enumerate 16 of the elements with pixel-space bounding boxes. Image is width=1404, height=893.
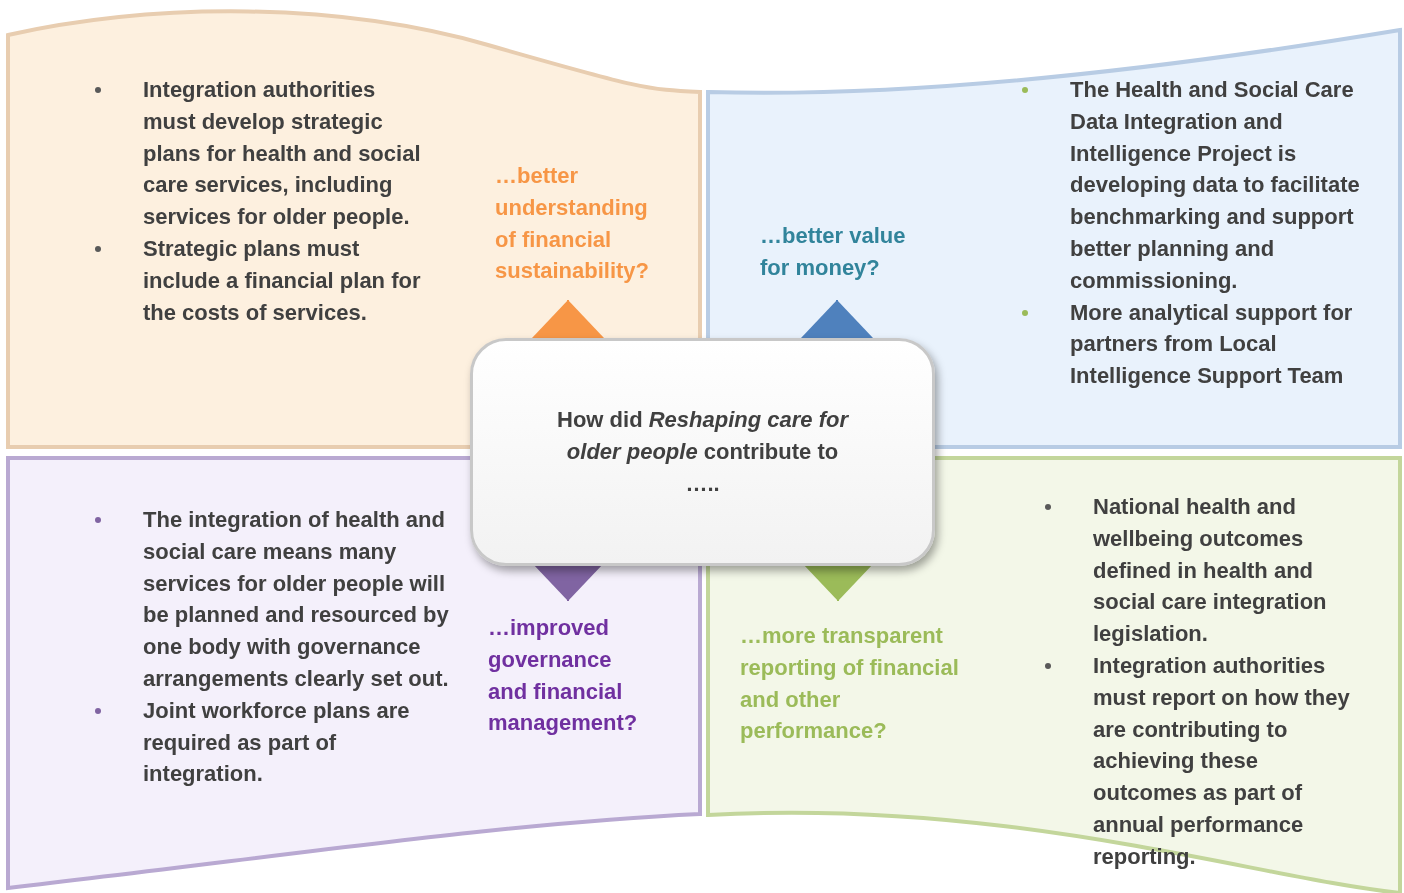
bullet-text: Integration authorities must report on how they are contributing to achieving these outcomes as part of annual performance reporting. — [1093, 652, 1351, 871]
rounded-box — [470, 338, 935, 566]
bullet-text: Joint workforce plans are required as part of integration. — [143, 696, 411, 789]
question-text: …more transparent reporting of financial and other performance? — [740, 622, 960, 746]
bullet-text: More analytical support for partners from Local Intelligence Support Team — [1070, 298, 1354, 391]
question-text: How did Reshaping care for older people contribute to ….. — [556, 406, 850, 498]
question-text: …better understanding of financial sustainability? — [495, 162, 651, 286]
question-text: …improved governance and financial management? — [488, 614, 639, 738]
question-text: …better value for money? — [760, 222, 907, 282]
bullet-text: Strategic plans must include a financial plan for the costs of services. — [143, 235, 422, 327]
bullet-text: Integration authorities must develop strategic plans for health and social care services, including services for older people. — [143, 76, 422, 232]
bullet-text: National health and wellbeing outcomes defined in health and social care integration legislation. — [1093, 493, 1328, 649]
bullet-text: The Health and Social Care Data Integration and Intelligence Project is developing data to facilitate benchmarking and support better planning and commissioning. — [1070, 76, 1361, 295]
bullet-text: The integration of health and social care means many services for older people will be planned and resourced by one body with governance arrangements clearly set out. — [143, 506, 450, 693]
triangle-arrow — [532, 299, 604, 339]
triangle-arrow — [801, 299, 873, 339]
